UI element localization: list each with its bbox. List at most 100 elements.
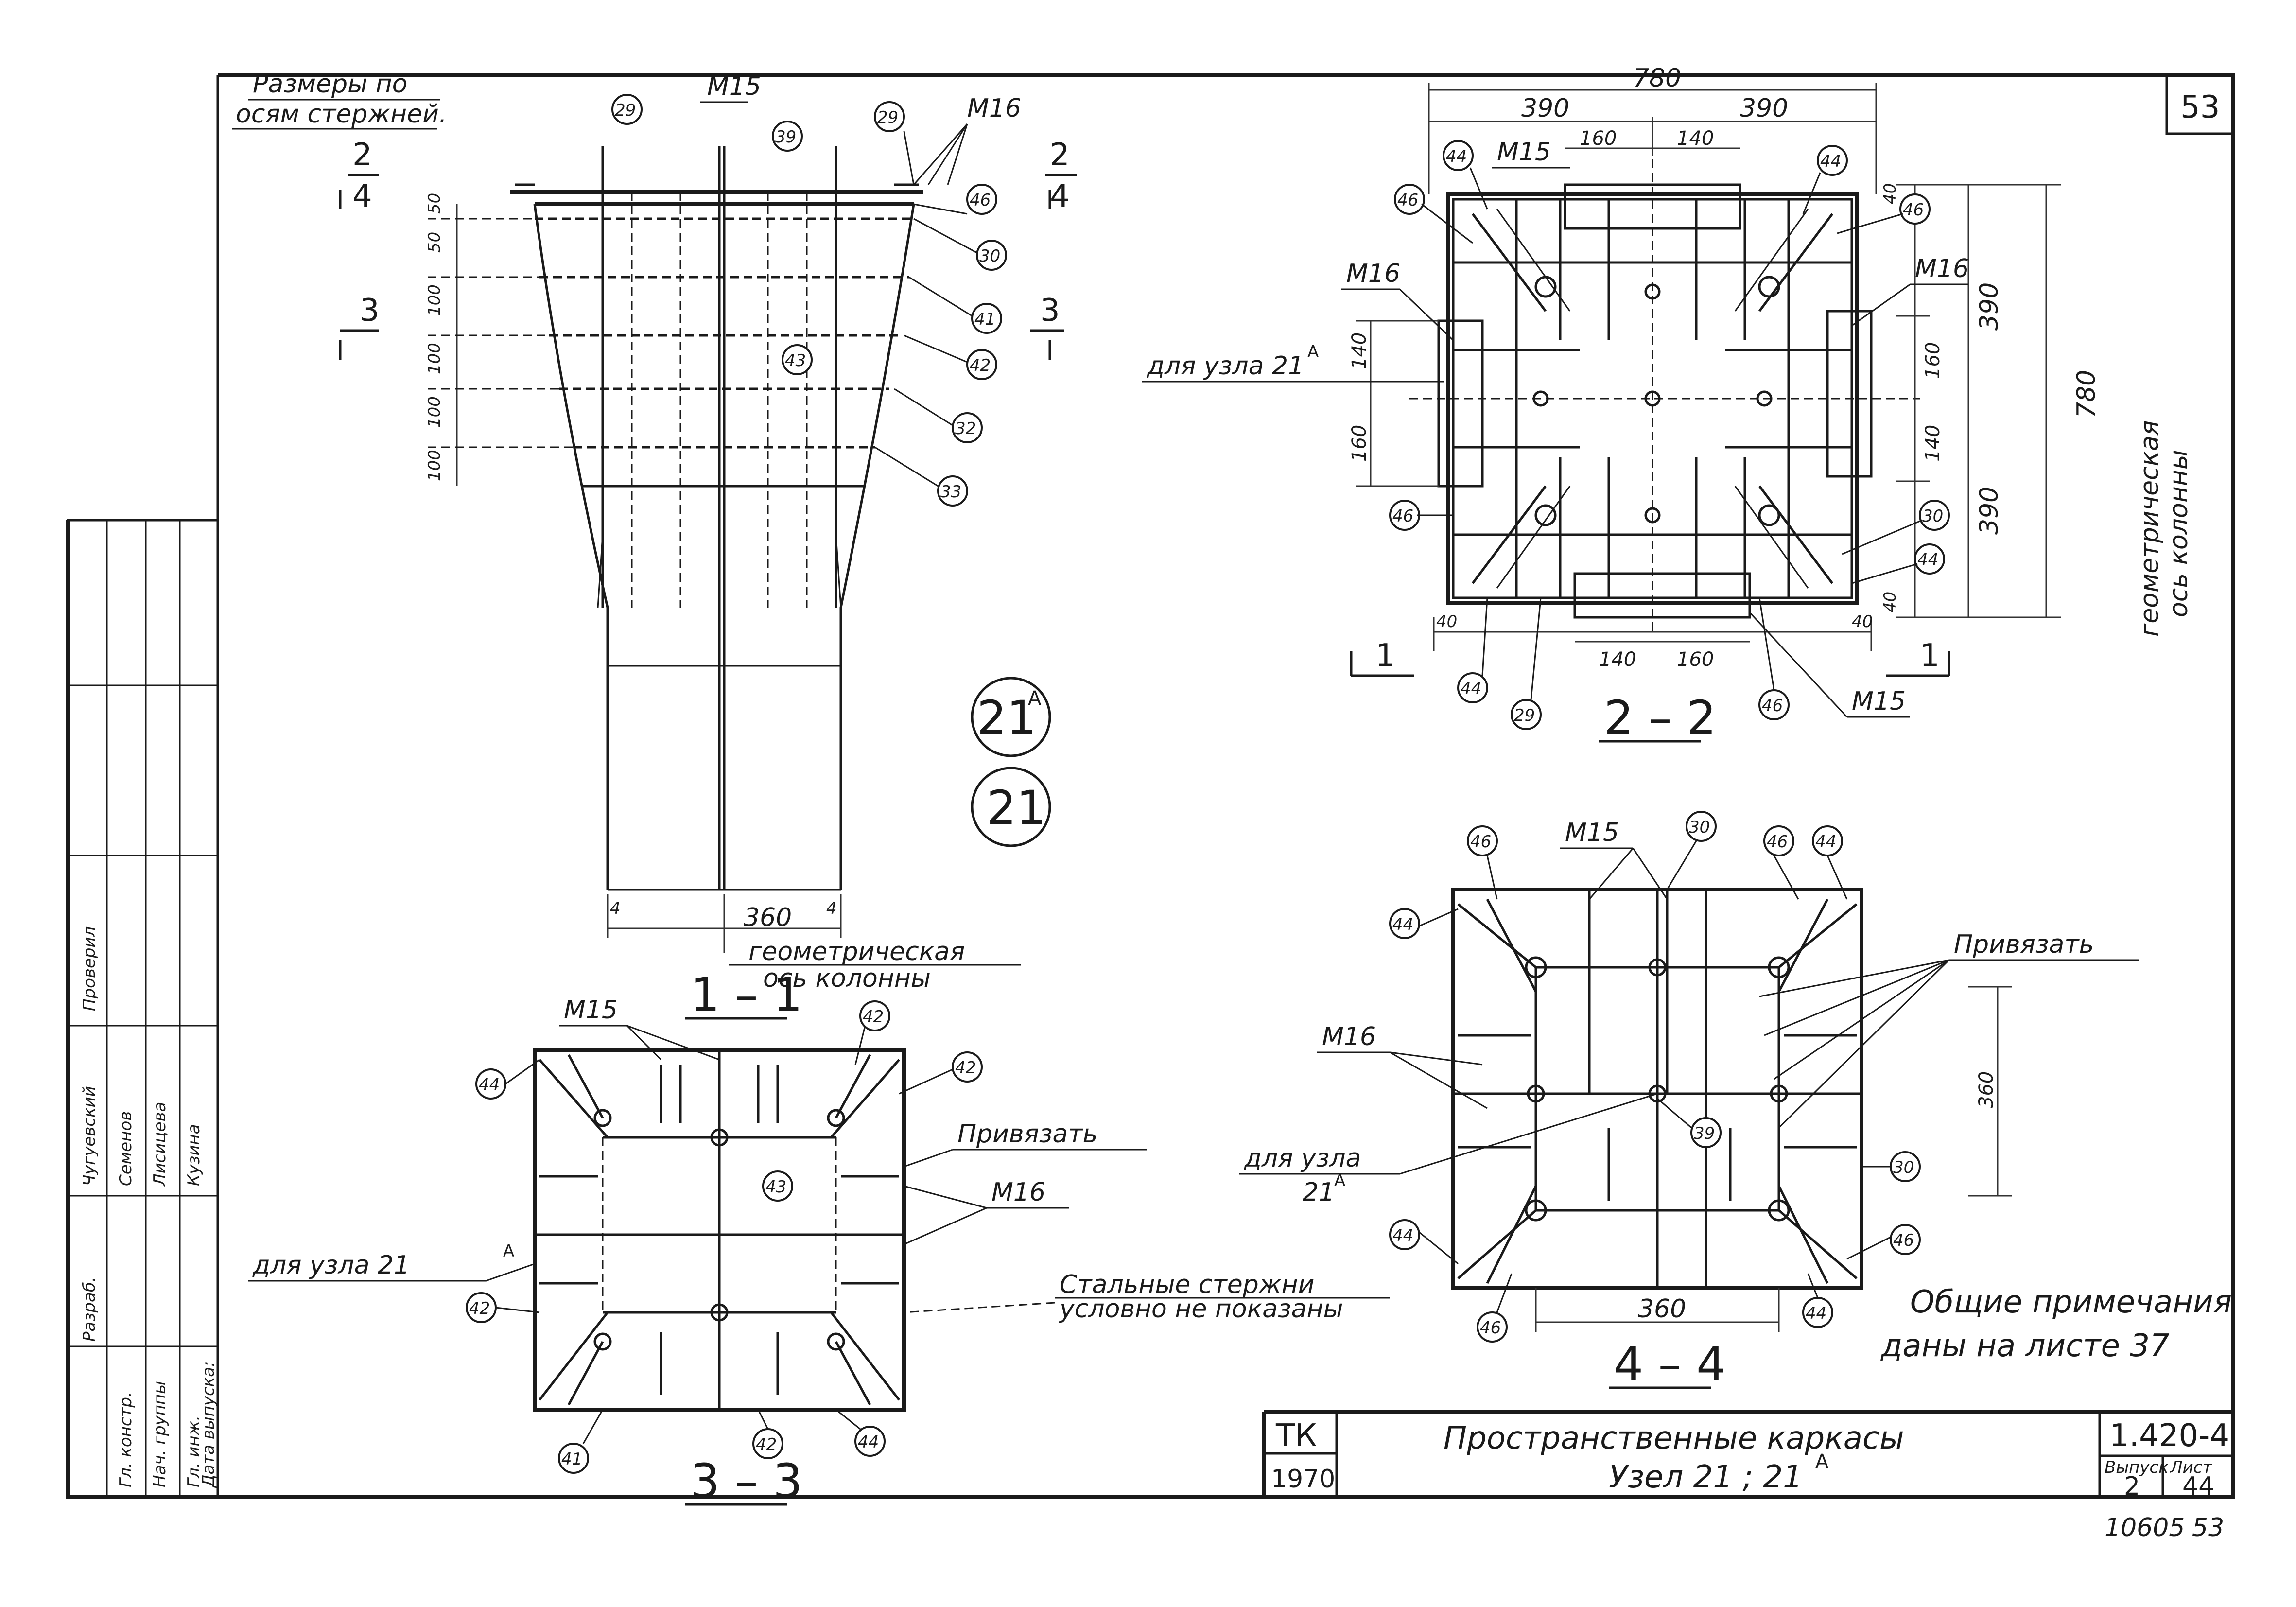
note-node-21a: для узла 21 (1147, 351, 1304, 381)
bubble-46-bl: 46 (1480, 1318, 1501, 1338)
bubble-42: 42 (970, 356, 991, 375)
node-tag-21: 21 (987, 781, 1046, 835)
section-mark-right-den: 4 (1050, 178, 1070, 214)
dim-bottom-360: 360 (1638, 1294, 1686, 1324)
dim-right-half-bottom: 390 (1975, 487, 2004, 535)
dim-top-half-right: 390 (1740, 94, 1788, 123)
bubble-30: 30 (1922, 507, 1943, 526)
dimensions-note: Размеры по осям стержней. (232, 70, 447, 130)
title-issue-label: Выпуск (2105, 1458, 2169, 1477)
label-m15: М15 (1565, 818, 1619, 847)
dim-right-inner-top: 160 (1922, 342, 1944, 379)
dim-v-100c: 100 (425, 396, 444, 428)
stamp-name-2: Семенов (116, 1111, 136, 1186)
dim-right-edge-bottom: 40 (1880, 592, 1900, 612)
note-node-21a-sup: А (503, 1241, 514, 1261)
bubble-46-br: 46 (1893, 1231, 1914, 1250)
dimensions-note-line1: Размеры по (253, 70, 408, 99)
bubble-39: 39 (775, 127, 796, 147)
section-mark-right-num: 2 (1050, 137, 1070, 173)
dim-v-50b: 50 (425, 232, 444, 253)
bubble-46-b: 46 (1762, 696, 1783, 716)
dimensions-note-line2: осям стержней. (236, 100, 447, 129)
bubble-41: 41 (561, 1450, 582, 1469)
label-m16-right: М16 (1915, 254, 1969, 283)
bubble-42-b: 42 (756, 1435, 777, 1454)
bubble-44-bl: 44 (1392, 1226, 1413, 1245)
bubble-44-l: 44 (1392, 915, 1413, 934)
bubble-46: 46 (970, 191, 991, 210)
bubble-39: 39 (1694, 1124, 1715, 1143)
archive-number: 10605 (2105, 1513, 2185, 1542)
dim-bottom-inner-right: 160 (1677, 648, 1714, 671)
section-mark-left-den: 4 (352, 178, 372, 214)
section-mark-right: 1 (1920, 638, 1940, 674)
dim-top-inner-right: 140 (1677, 127, 1714, 150)
label-m15: М15 (564, 996, 618, 1025)
note-bars-line1: Стальные стержни (1060, 1270, 1314, 1299)
side-stamp: Разраб. Чугуевский Проверил Гл. констр. … (67, 519, 219, 1499)
title-series: 1.420-4 (2109, 1418, 2229, 1454)
general-notes-line1: Общие примечания (1910, 1284, 2232, 1320)
plan-4-4-title: 4 – 4 (1614, 1337, 1726, 1392)
bubble-46-tl: 46 (1397, 191, 1418, 210)
dim-v-100d: 100 (425, 450, 444, 481)
dim-right-edge-top: 40 (1880, 183, 1900, 204)
dim-right-half-top: 390 (1975, 282, 2004, 331)
node-tag-21a-sup: А (1028, 687, 1042, 710)
note-node-21a: для узла 21 (252, 1251, 410, 1280)
title-line2-sup: А (1815, 1450, 1829, 1473)
dim-bottom-edge-right: 40 (1852, 612, 1873, 631)
bubble-43: 43 (785, 351, 806, 370)
dim-v-100b: 100 (425, 343, 444, 374)
note-node-21a-sup: А (1307, 342, 1319, 362)
note-node-sup: А (1334, 1171, 1345, 1190)
note-node-line2: 21 (1303, 1178, 1335, 1207)
bubble-41: 41 (974, 310, 995, 329)
archive-sheet: 53 (2192, 1513, 2224, 1542)
bubble-42-r: 42 (955, 1058, 976, 1078)
title-line2: Узел 21 ; 21 (1609, 1459, 1803, 1495)
axis-note-line1: геометрическая (748, 937, 965, 966)
title-sheet-label: Лист (2169, 1458, 2212, 1477)
bubble-30: 30 (979, 246, 1000, 266)
bubble-42-tr: 42 (863, 1007, 884, 1027)
dim-bottom-4b: 4 (826, 899, 837, 918)
bubble-29: 29 (1514, 706, 1535, 725)
note-bars-line2: условно не показаны (1059, 1294, 1343, 1324)
label-m15-top: М15 (1497, 138, 1551, 167)
stamp-name-3: Лисицева (150, 1102, 170, 1187)
title-year: 1970 (1271, 1465, 1335, 1494)
bubble-44-br: 44 (1806, 1304, 1826, 1323)
plan-4-4: 360 360 М15 М16 Привязать для узла 21 А … (1239, 811, 2139, 1392)
dim-right-360: 360 (1975, 1071, 1998, 1108)
note-tie: Привязать (1954, 930, 2094, 959)
dim-right-total: 780 (2072, 370, 2101, 418)
stamp-check-1: Проверил (80, 926, 99, 1011)
plan-3-3-title: 3 – 3 (690, 1454, 802, 1508)
dim-left-inner-top: 140 (1348, 332, 1371, 369)
bubble-46-tr: 46 (1767, 832, 1788, 852)
dim-v-50a: 50 (425, 193, 444, 214)
section-1-1-title: 1 – 1 (690, 968, 802, 1022)
bubble-32: 32 (955, 419, 976, 438)
section-mark-left: 1 (1375, 638, 1395, 674)
dim-top-inner-left: 160 (1580, 127, 1617, 150)
title-issue: 2 (2124, 1472, 2140, 1501)
dim-top-half-left: 390 (1521, 94, 1569, 123)
section-1-1: 50 50 100 100 100 100 2 4 2 4 3 3 М15 М1… (339, 72, 1077, 1022)
title-sheet: 44 (2182, 1472, 2214, 1501)
stamp-role-2: Гл. констр. (116, 1392, 136, 1487)
section-mark-left-num: 2 (352, 137, 372, 173)
stamp-role-4: Гл. инж. (184, 1415, 204, 1487)
label-m16-left: М16 (1346, 259, 1400, 288)
bubble-46-tr: 46 (1903, 200, 1924, 220)
bubble-29-a: 29 (615, 101, 636, 120)
title-line1: Пространственные каркасы (1444, 1420, 1904, 1456)
bubble-44-tr: 44 (1815, 832, 1836, 852)
bubble-44-bl: 44 (1461, 679, 1481, 699)
note-node-line1: для узла (1244, 1144, 1361, 1173)
stamp-name-4: Кузина (184, 1124, 204, 1187)
plan-2-2: 780 390 390 160 140 40 40 140 160 40 160… (1142, 64, 2193, 745)
